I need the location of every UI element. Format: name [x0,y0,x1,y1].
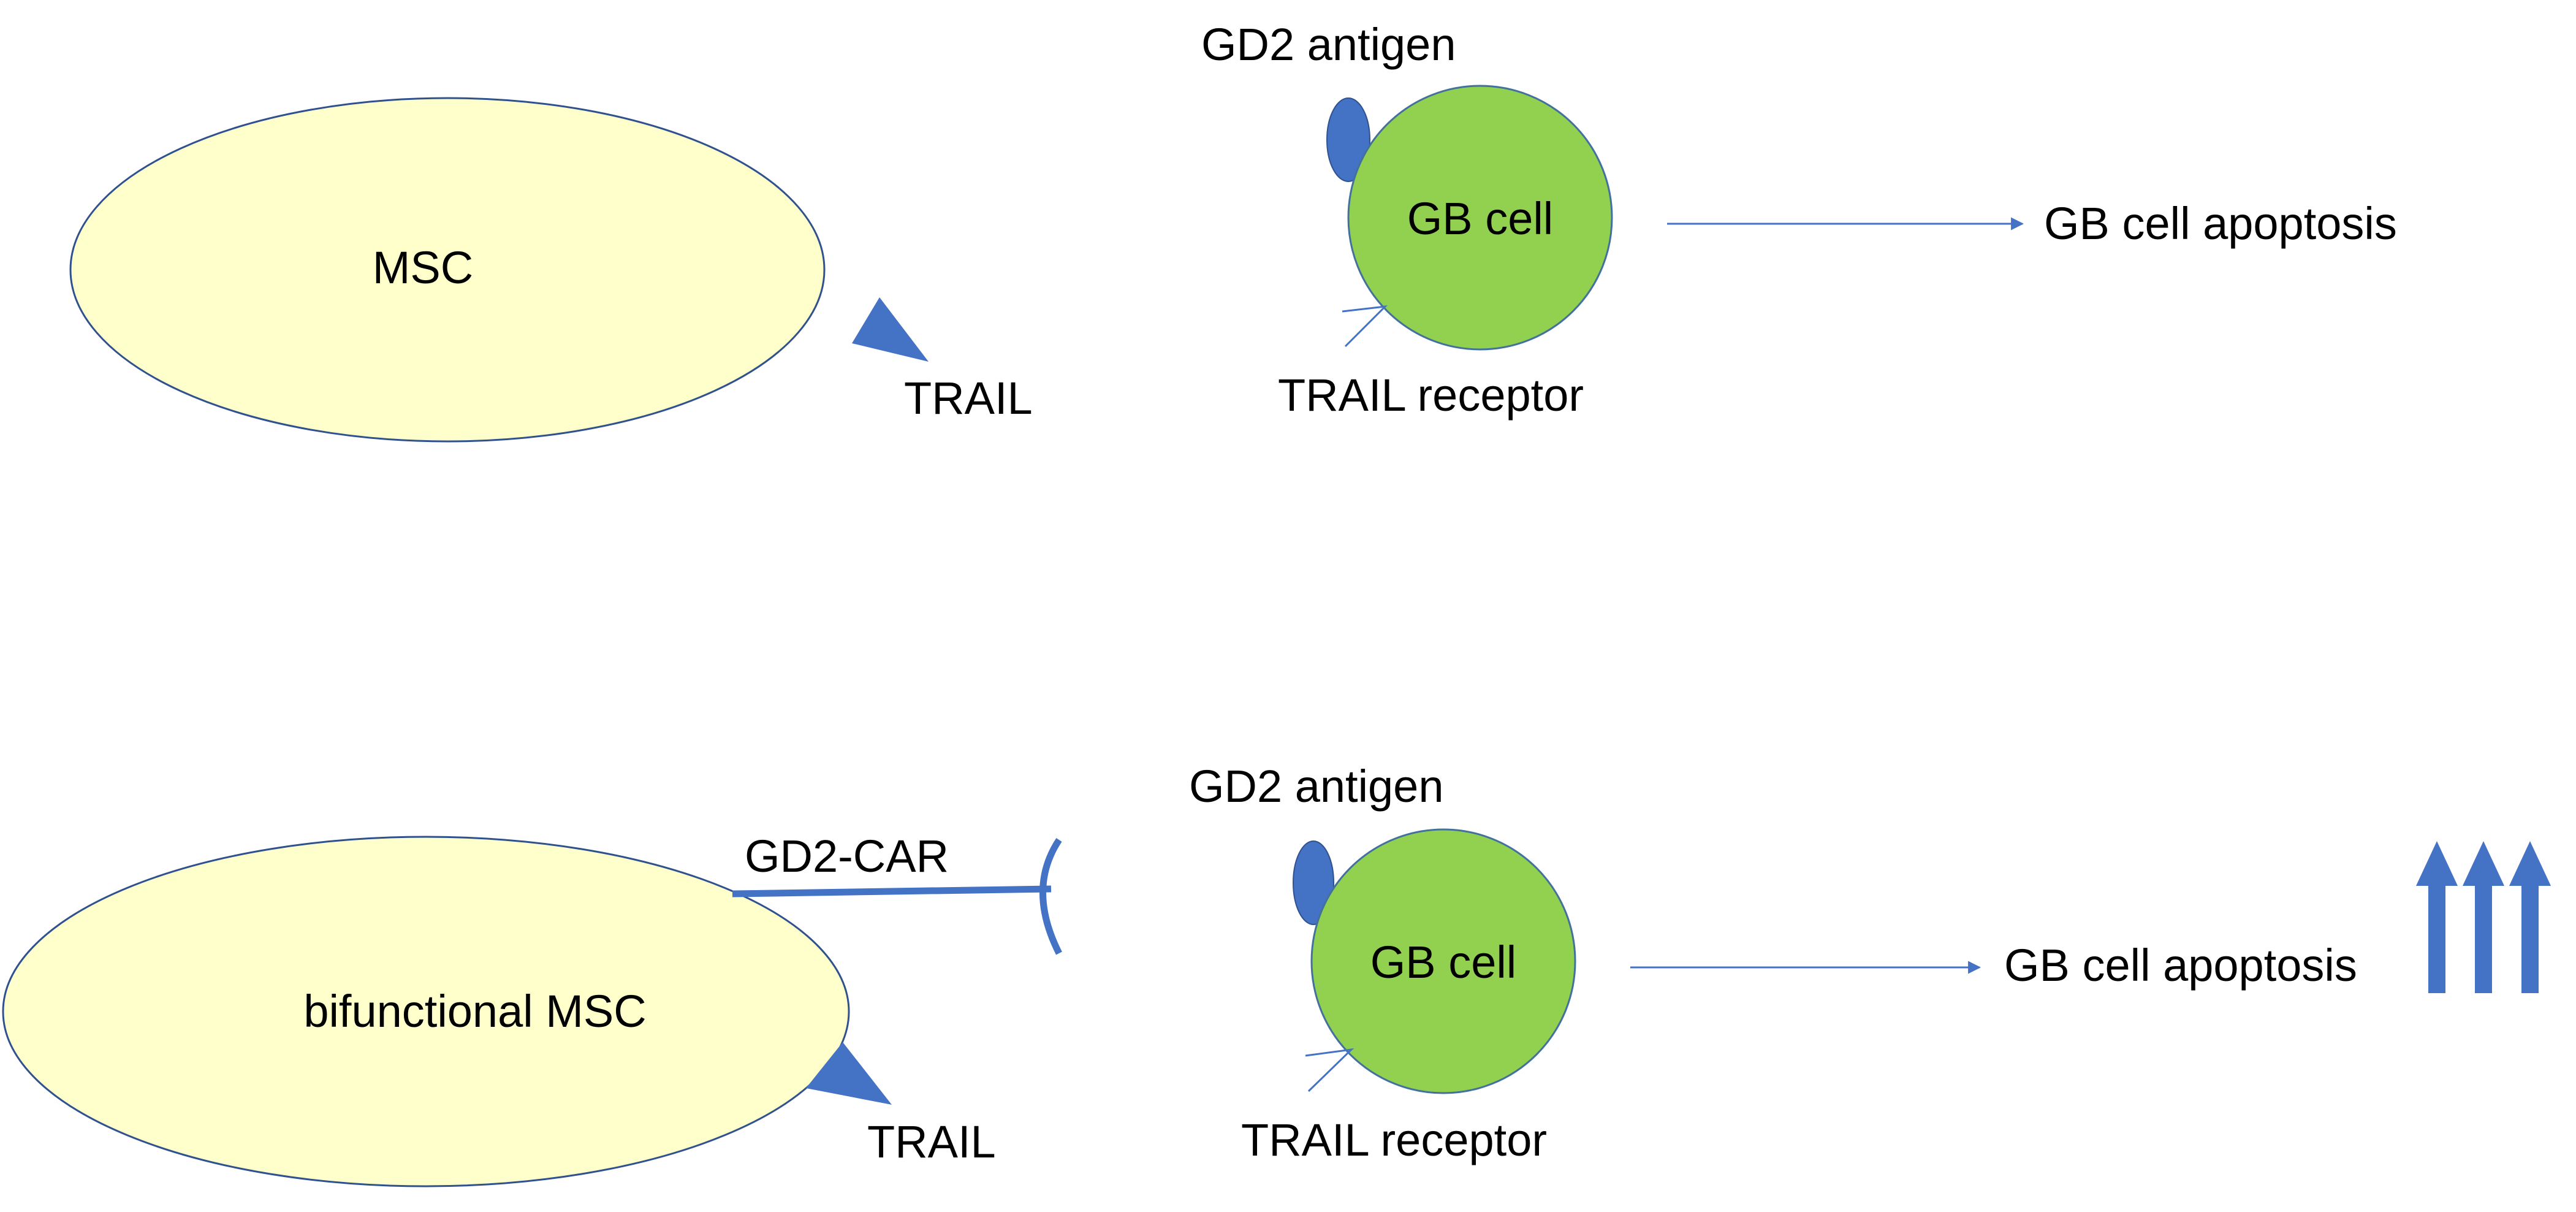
msc-label: MSC [373,242,473,293]
trail-label: TRAIL [867,1116,996,1167]
trail-receptor-label: TRAIL receptor [1278,370,1584,421]
up-arrow-icon [2416,841,2458,993]
trail-receptor-label: TRAIL receptor [1241,1115,1547,1165]
gb-cell-label: GB cell [1407,193,1554,244]
gd2-car-binding-icon [1039,837,1062,955]
bottom-panel: bifunctional MSC GD2-CAR TRAIL GD2 antig… [2,761,2551,1187]
top-panel: MSC TRAIL GD2 antigen GB cell TRAIL rece… [69,19,2397,443]
gb-cell [1310,828,1576,1094]
gd2-antigen-icon [1293,840,1334,925]
gb-cell-label: GB cell [1370,937,1517,988]
up-arrow-icon [2463,841,2504,993]
gd2-car-label: GD2-CAR [745,831,949,882]
gb-cell [1347,85,1613,351]
msc-cell [69,97,826,443]
gd2-antigen-icon [1326,97,1370,182]
trail-ligand-icon [852,297,929,362]
trail-ligand-icon [806,1042,892,1105]
up-arrow-icon [2509,841,2551,993]
increase-arrows [2416,841,2551,993]
gd2-antigen-label: GD2 antigen [1201,19,1456,70]
bifunctional-msc-label: bifunctional MSC [303,986,646,1037]
trail-receptor-icon [1342,305,1388,348]
gd2-car-stalk [732,885,1052,898]
trail-receptor-icon [1305,1048,1354,1092]
apoptosis-outcome-label: GB cell apoptosis [2004,940,2357,991]
gd2-antigen-label: GD2 antigen [1189,761,1444,812]
apoptosis-outcome-label: GB cell apoptosis [2044,198,2397,249]
trail-label: TRAIL [904,373,1033,424]
bifunctional-msc-cell [2,836,850,1187]
